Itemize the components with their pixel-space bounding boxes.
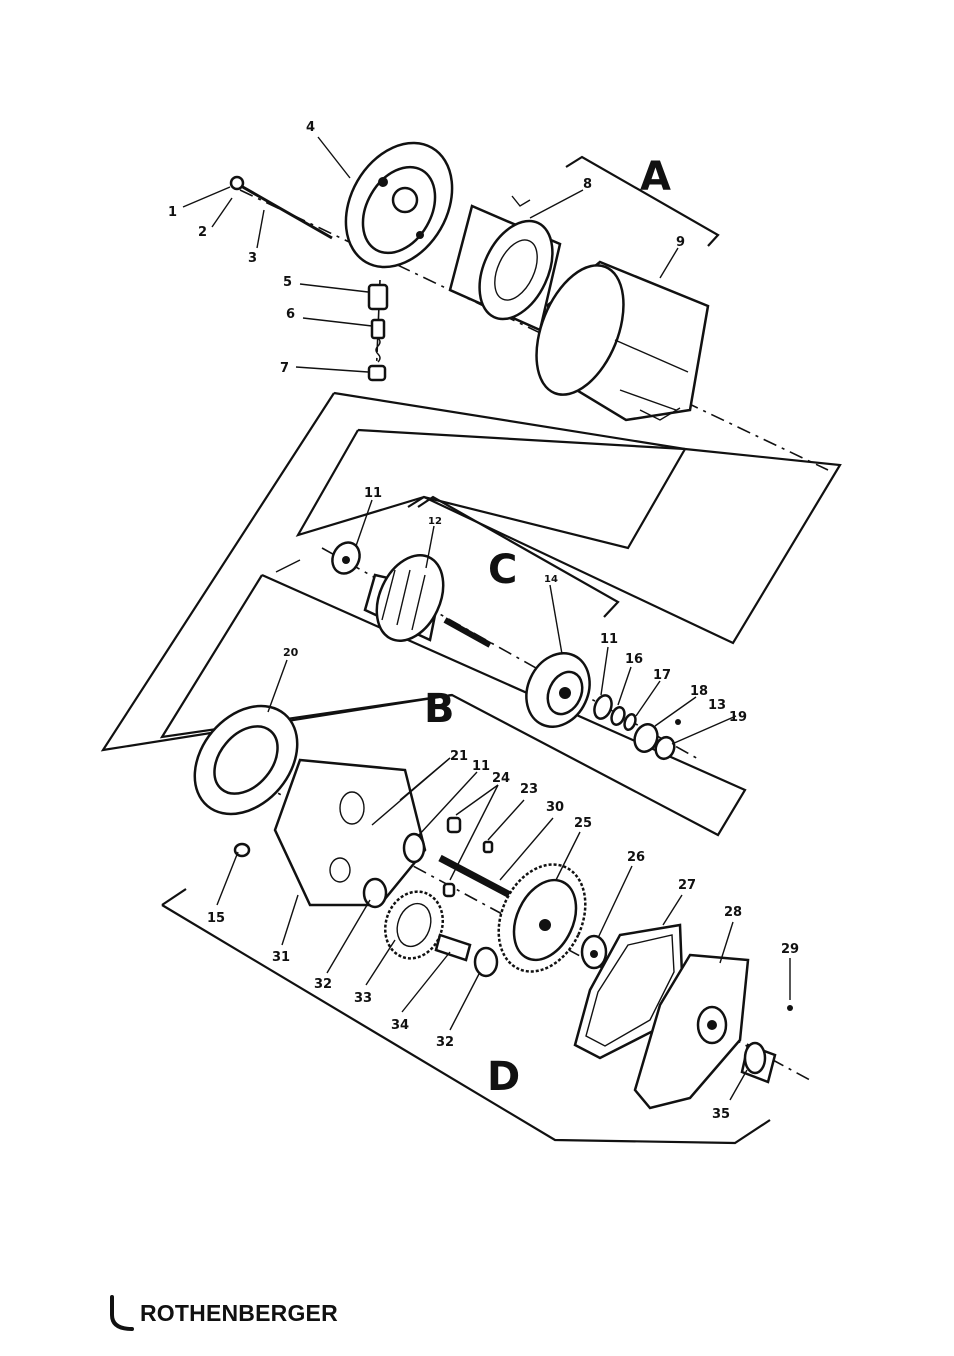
part-number: 15 bbox=[207, 911, 225, 926]
part-number: 26 bbox=[627, 850, 645, 865]
part-gear-25 bbox=[482, 850, 602, 985]
brand-logo: ROTHENBERGER bbox=[104, 1293, 338, 1333]
part-number: 4 bbox=[306, 120, 315, 135]
part-number: 33 bbox=[354, 991, 372, 1006]
part-number: 19 bbox=[729, 710, 747, 725]
part-endplate-14 bbox=[515, 643, 601, 737]
part-number: 3 bbox=[248, 251, 257, 266]
brand-logo-hook-icon bbox=[104, 1293, 138, 1333]
part-number: 13 bbox=[708, 698, 726, 713]
part-number: 5 bbox=[283, 275, 292, 290]
part-end-cap-4 bbox=[324, 124, 473, 286]
part-number: 30 bbox=[546, 800, 564, 815]
group-label-d: D bbox=[487, 1054, 520, 1100]
part-number: 34 bbox=[391, 1018, 409, 1033]
part-number: 6 bbox=[286, 307, 295, 322]
part-number: 18 bbox=[690, 684, 708, 699]
part-bearing-11a bbox=[327, 538, 364, 578]
part-number: 16 bbox=[625, 652, 643, 667]
group-label-c: C bbox=[488, 547, 517, 593]
part-number: 24 bbox=[492, 771, 510, 786]
part-bearing-26 bbox=[582, 936, 606, 968]
part-number: 2 bbox=[198, 225, 207, 240]
part-number: 11 bbox=[600, 632, 618, 647]
part-number: 25 bbox=[574, 816, 592, 831]
part-number: 17 bbox=[653, 668, 671, 683]
group-label-a: A bbox=[640, 154, 671, 200]
part-number: 29 bbox=[781, 942, 799, 957]
part-gear-33 bbox=[364, 879, 497, 976]
part-number: 12 bbox=[428, 516, 442, 527]
part-number: 31 bbox=[272, 950, 290, 965]
part-pinion-35 bbox=[742, 1043, 775, 1082]
part-brush-5-6-7 bbox=[369, 285, 387, 380]
part-number: 23 bbox=[520, 782, 538, 797]
part-screw-1-2-3 bbox=[231, 177, 332, 238]
part-number: 32 bbox=[314, 977, 332, 992]
brand-name: ROTHENBERGER bbox=[140, 1300, 338, 1327]
part-number: 9 bbox=[676, 235, 685, 250]
part-number: 32 bbox=[436, 1035, 454, 1050]
group-label-b: B bbox=[424, 686, 455, 732]
part-number: 8 bbox=[583, 177, 592, 192]
part-number: 27 bbox=[678, 878, 696, 893]
part-number: 20 bbox=[283, 646, 299, 659]
part-number: 21 bbox=[450, 749, 468, 764]
part-number: 7 bbox=[280, 361, 289, 376]
part-number: 1 bbox=[168, 205, 177, 220]
part-number: 14 bbox=[544, 574, 558, 585]
part-number: 28 bbox=[724, 905, 742, 920]
group-c-bracket bbox=[418, 497, 618, 617]
part-number: 11 bbox=[364, 486, 382, 501]
part-number: 35 bbox=[712, 1107, 730, 1122]
part-number: 11 bbox=[472, 759, 490, 774]
